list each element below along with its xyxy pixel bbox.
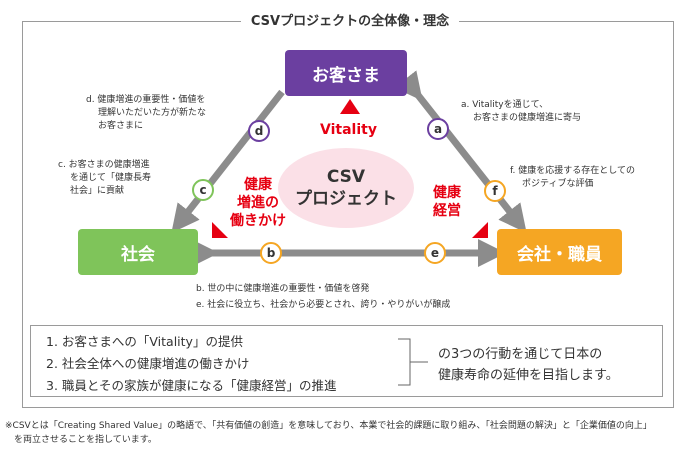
note-d: d. 健康増進の重要性・価値を 理解いただいた方が新たな お客さまに <box>86 94 206 133</box>
note-d-line1: d. 健康増進の重要性・価値を <box>86 95 206 105</box>
node-society-label: 社会 <box>121 244 155 265</box>
label-promotion-line2: 増進の <box>237 195 279 211</box>
note-f: f. 健康を応援する存在としての ポジティブな評価 <box>510 165 635 191</box>
goal-line1: の3つの行動を通じて日本の <box>438 347 603 362</box>
center-line2: プロジェクト <box>295 189 397 209</box>
note-a-line1: a. Vitalityを通じて、 <box>461 100 549 110</box>
note-c-line1: c. お客さまの健康増進 <box>58 160 150 170</box>
note-b: b. 世の中に健康増進の重要性・価値を啓発 <box>196 284 370 294</box>
badge-e: e <box>424 242 446 264</box>
note-a-line2: お客さまの健康増進に寄与 <box>473 113 582 123</box>
node-customer-label: お客さま <box>312 65 380 86</box>
frame-title: CSVプロジェクトの全体像・理念 <box>0 10 700 29</box>
note-f-line2: ポジティブな評価 <box>522 179 594 189</box>
badge-b: b <box>260 242 282 264</box>
actions-box <box>30 325 663 397</box>
label-health-promotion: 健康 増進の 働きかけ <box>230 176 286 230</box>
note-d-line3: お客さまに <box>98 121 144 131</box>
note-c-line3: 社会」に貢献 <box>70 186 125 196</box>
action-2: 2. 社会全体への健康増進の働きかけ <box>46 356 250 371</box>
badge-d: d <box>248 120 270 142</box>
node-company: 会社・職員 <box>497 229 622 275</box>
triangle-promotion-icon <box>212 222 228 238</box>
label-health-management: 健康 経営 <box>433 184 461 220</box>
action-1: 1. お客さまへの「Vitality」の提供 <box>46 334 243 349</box>
triangle-management-icon <box>472 222 488 238</box>
note-c: c. お客さまの健康増進 を通じて「健康長寿 社会」に貢献 <box>58 159 151 198</box>
label-management-line1: 健康 <box>433 185 461 201</box>
label-vitality: Vitality <box>320 122 377 138</box>
frame-title-text: CSVプロジェクトの全体像・理念 <box>240 14 460 29</box>
node-company-label: 会社・職員 <box>517 244 602 265</box>
node-society: 社会 <box>78 229 198 275</box>
goal-line2: 健康寿命の延伸を目指します。 <box>438 368 619 383</box>
label-management-line2: 経営 <box>433 203 461 219</box>
footnote-line1: ※CSVとは「Creating Shared Value」の略語で、「共有価値の… <box>5 421 652 431</box>
badge-c: c <box>192 179 214 201</box>
label-promotion-line3: 働きかけ <box>230 213 286 229</box>
note-a: a. Vitalityを通じて、 お客さまの健康増進に寄与 <box>461 99 581 125</box>
arrow-customer-to-society <box>171 89 285 234</box>
node-customer: お客さま <box>285 50 407 96</box>
triangle-vitality-icon <box>340 99 360 114</box>
note-c-line2: を通じて「健康長寿 <box>70 173 152 183</box>
center-line1: CSV <box>326 167 366 187</box>
badge-f: f <box>484 180 506 202</box>
footnote-line2: を両立させることを指しています。 <box>14 435 157 445</box>
note-e: e. 社会に役立ち、社会から必要とされ、誇り・やりがいが醸成 <box>196 300 451 310</box>
note-f-line1: f. 健康を応援する存在としての <box>510 166 635 176</box>
badge-a: a <box>427 118 449 140</box>
action-3: 3. 職員とその家族が健康になる「健康経営」の推進 <box>46 378 337 393</box>
note-d-line2: 理解いただいた方が新たな <box>98 108 207 118</box>
label-promotion-line1: 健康 <box>244 177 272 193</box>
center-csv-project: CSV プロジェクト <box>278 148 414 228</box>
